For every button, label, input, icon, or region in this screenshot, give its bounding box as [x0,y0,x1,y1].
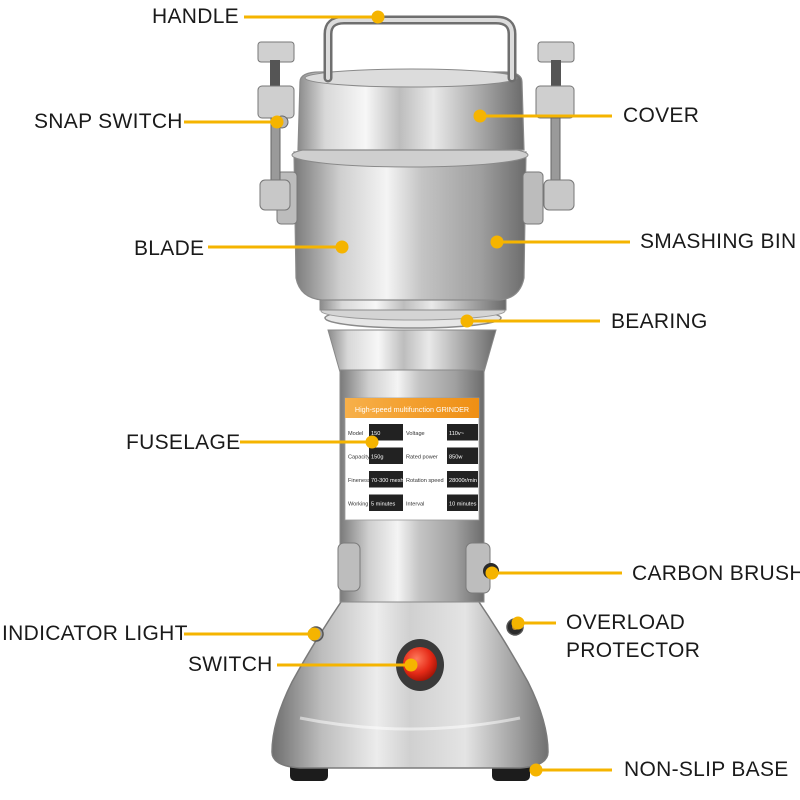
spec-cell-left-label: Capacity [348,455,370,461]
spec-cell-left-label: Fineness [348,478,371,484]
spec-cell-left-value: 5 minutes [371,502,395,508]
leader-dot-overload-protector [511,616,525,630]
leader-dot-snap-switch [270,115,284,129]
label-fuselage: FUSELAGE [126,431,241,454]
smashing-bin [293,151,527,301]
spec-cell-left-value: 150g [371,455,383,461]
label-carbon-brush: CARBON BRUSH [632,562,800,585]
leader-dot-fuselage [365,435,379,449]
spec-cell-bg [404,471,446,488]
label-smashing-bin: SMASHING BIN [640,230,797,253]
spec-cell-bg [346,424,368,441]
spec-cell-bg [369,494,403,511]
leader-dot-handle [371,10,385,24]
leader-dot-switch [404,658,418,672]
leader-lines [184,10,630,777]
spec-plate: High-speed multifunction GRINDER Model 15… [344,397,480,521]
label-overload-protector-2: PROTECTOR [566,639,701,662]
spec-cell-right-label: Voltage [406,431,425,437]
cover [297,71,525,151]
leader-dot-cover [473,109,487,123]
spec-cell-left-value: 70-300 mesh [371,478,404,484]
spec-cell-bg [447,424,478,441]
spec-cell-right-label: Rotation speed [406,478,444,484]
fuselage-neck [327,329,497,373]
label-indicator-light: INDICATOR LIGHT [2,622,188,645]
spec-cell-left-label: Working time [348,502,381,508]
spec-cell-bg [404,424,446,441]
spec-cell-bg [369,424,403,441]
label-bearing: BEARING [611,310,708,333]
spec-cell-bg [404,494,446,511]
spec-cell-bg [447,447,478,464]
spec-cell-bg [346,494,368,511]
label-switch: SWITCH [188,653,273,676]
spec-cell-bg [447,494,478,511]
spec-cell-right-value: 10 minutes [449,502,477,508]
label-blade: BLADE [134,237,205,260]
spec-cell-bg [346,471,368,488]
leader-dot-bearing [460,314,474,328]
spec-cell-right-label: Interval [406,502,424,508]
spec-cell-left-label: Model [348,431,363,437]
label-snap-switch: SNAP SWITCH [34,110,183,133]
spec-cell-right-value: 850w [449,455,463,461]
label-non-slip-base: NON-SLIP BASE [624,758,789,781]
spec-cell-left-value: 150 [371,431,380,437]
snap-switch-left [257,41,295,211]
spec-plate-title: High-speed multifunction GRINDER [355,405,469,414]
label-handle: HANDLE [152,5,239,28]
spec-cell-bg [346,447,368,464]
spec-cell-bg [404,447,446,464]
leader-dot-blade [335,240,349,254]
grinder-illustration: High-speed multifunction GRINDER Model 15… [257,15,575,781]
spec-cell-right-value: 28000r/min [449,478,477,484]
bin-clamp-right [522,171,544,225]
snap-switch-right [535,41,575,211]
spec-cell-bg [369,447,403,464]
leader-dot-carbon-brush [485,566,499,580]
label-overload-protector-1: OVERLOAD [566,611,686,634]
carbon-brush-left [337,542,361,592]
spec-cell-right-label: Rated power [406,455,438,461]
spec-cell-bg [369,471,403,488]
leader-dot-indicator-light [307,627,321,641]
leader-dot-non-slip-base [529,763,543,777]
spec-cell-bg [447,471,478,488]
label-cover: COVER [623,104,700,127]
leader-dot-smashing-bin [490,235,504,249]
power-switch[interactable] [403,647,437,681]
spec-cell-right-value: 110v~ [449,431,465,437]
